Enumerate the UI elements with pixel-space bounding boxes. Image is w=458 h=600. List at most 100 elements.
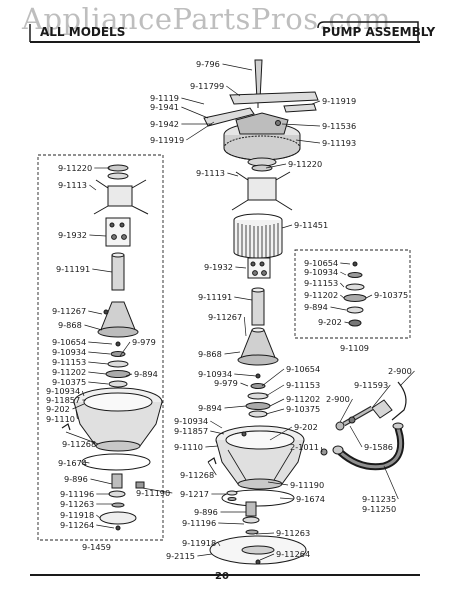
part-label: 9-11268 [62, 439, 96, 449]
leader-line [205, 445, 219, 448]
leader-line [197, 553, 213, 557]
leader-line [92, 268, 113, 273]
leader-line [255, 532, 275, 535]
leader-line [340, 271, 347, 276]
part-label: 9-11264 [276, 549, 310, 559]
part-label: 9-11190 [136, 488, 170, 498]
leader-line [265, 408, 285, 415]
leader-line [125, 373, 133, 377]
part-label: 9-10934 [46, 386, 80, 396]
part-label: 9-11918 [182, 538, 216, 548]
left-assembly-box [37, 154, 164, 541]
part-label: 9-896 [194, 507, 218, 517]
part-label: 9-894 [134, 369, 158, 379]
part-label: 9-1113 [196, 168, 225, 178]
leader-line [281, 123, 321, 127]
leader-line [88, 351, 111, 355]
leader-line [265, 384, 285, 397]
part-label: 9-202 [46, 404, 70, 414]
leader-line [340, 262, 351, 265]
leader-line [75, 409, 78, 420]
header-section-title: PUMP ASSEMBLY [322, 25, 436, 39]
part-label: 9-11202 [286, 394, 320, 404]
leader-line [88, 371, 107, 375]
part-label: 9-1674 [58, 458, 87, 468]
leader-line [88, 310, 103, 315]
leader-line [349, 425, 363, 448]
leader-line [224, 405, 247, 409]
part-label: 9-11857 [46, 395, 80, 405]
header-model-title: ALL MODELS [40, 25, 126, 39]
leader-line [243, 316, 247, 337]
part-label: 9-1110 [46, 414, 75, 424]
leader-line [186, 121, 215, 141]
part-label: 9-11220 [288, 159, 322, 169]
leader-line [84, 324, 103, 331]
part-label: 9-10654 [286, 364, 320, 374]
part-label: 9-10934 [174, 416, 208, 426]
part-label: 9-1932 [58, 230, 87, 240]
part-label: 2-1011 [290, 442, 319, 452]
part-label: 9-1217 [180, 489, 209, 499]
header-band [29, 21, 420, 43]
leader-line [330, 306, 347, 311]
leader-line [344, 321, 350, 324]
leader-line [83, 461, 90, 464]
part-label: 9-11593 [354, 380, 388, 390]
leader-line [224, 351, 241, 355]
leader-line [119, 341, 131, 357]
part-label: 9-10375 [374, 290, 408, 300]
part-label: 9-894 [198, 403, 222, 413]
part-label: 9-11799 [190, 81, 224, 91]
leader-line [141, 487, 173, 494]
leader-line [72, 403, 85, 410]
part-label: 9-10654 [304, 258, 338, 268]
part-label: 9-202 [318, 317, 342, 327]
leader-line [96, 514, 101, 519]
seal-kit-drawing [343, 261, 367, 327]
part-label: 9-11857 [174, 426, 208, 436]
part-label: 9-1459 [82, 542, 111, 552]
seal-kit-box [294, 249, 411, 339]
leader-line [217, 542, 221, 547]
part-label: 9-1113 [58, 180, 87, 190]
part-label: 9-11268 [180, 470, 214, 480]
part-label: 9-979 [132, 337, 156, 347]
leader-line [88, 381, 109, 385]
leader-line [265, 163, 287, 169]
leader-line [267, 481, 289, 486]
part-label: 9-10934 [198, 369, 232, 379]
part-label: 9-1110 [174, 442, 203, 452]
leader-line [399, 370, 415, 387]
part-label: 9-11264 [60, 520, 94, 530]
leader-line [226, 85, 241, 97]
watermark-text: AppliancePartsPros.com [22, 2, 392, 36]
part-label: 9-868 [58, 320, 82, 330]
leader-line [227, 172, 239, 177]
part-label: 9-10654 [52, 337, 86, 347]
part-label: 9-1941 [150, 102, 179, 112]
leader-line [65, 431, 99, 445]
leader-line [96, 524, 115, 529]
leader-line [321, 446, 323, 453]
part-label: 9-868 [198, 349, 222, 359]
part-label: 9-1586 [364, 442, 393, 452]
leader-line [383, 465, 399, 500]
part-label: 9-11196 [182, 518, 216, 528]
part-label: 9-979 [214, 378, 238, 388]
part-label: 9-11220 [58, 163, 92, 173]
part-label: 9-1674 [296, 494, 325, 504]
part-label: 9-202 [294, 422, 318, 432]
leader-line [340, 294, 345, 299]
leader-line [210, 420, 223, 429]
page-number: 20 [215, 571, 229, 582]
part-label: 9-11153 [52, 357, 86, 367]
leader-line [281, 224, 293, 229]
part-label: 9-11267 [52, 306, 86, 316]
part-label: 2-900 [326, 394, 350, 404]
leader-line [90, 478, 113, 485]
leader-line [88, 341, 113, 345]
part-label: 9-1932 [204, 262, 233, 272]
part-label: 9-11918 [60, 510, 94, 520]
part-label: 9-11263 [276, 528, 310, 538]
